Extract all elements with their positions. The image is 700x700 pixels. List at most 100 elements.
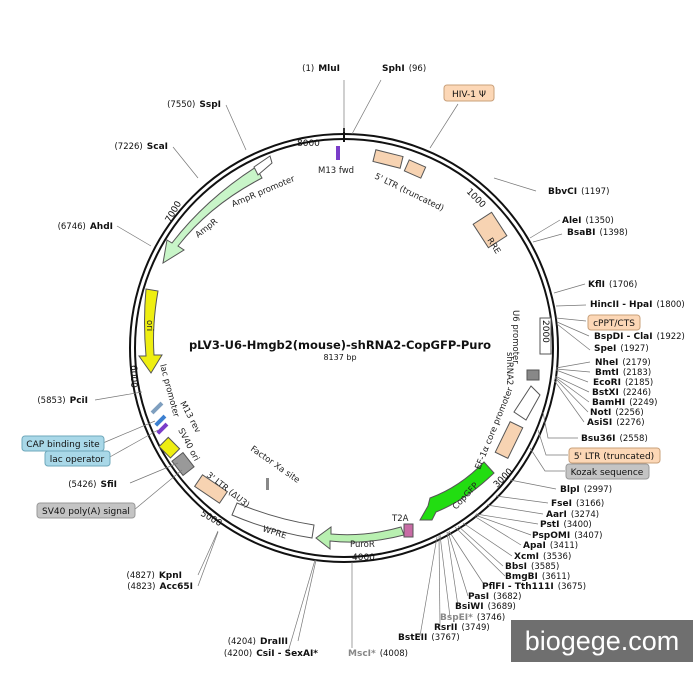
site-bbvci: BbvCI(1197) — [548, 187, 609, 197]
feature-copgfp — [419, 461, 495, 521]
site-bsu36i: Bsu36I(2558) — [581, 434, 648, 444]
label-ori: ori — [144, 320, 154, 331]
site-sspi: (7550)SspI — [167, 100, 221, 110]
site-labels: (1)MluI SphI(96) BbvCI(1197) AleI(1350) … — [37, 64, 685, 659]
site-csii: (4200)CsiI - SexAI* — [224, 649, 318, 659]
tick-2000: 2000 — [540, 320, 550, 343]
box-5ltr-bg — [568, 447, 661, 464]
leader-scai — [172, 146, 199, 179]
leader-sfii — [129, 462, 179, 484]
site-pasi: PasI(3682) — [468, 592, 521, 602]
tick-3000: 3000 — [492, 467, 515, 490]
site-aari: AarI(3274) — [546, 510, 599, 520]
site-bsteii: BstEII(3767) — [398, 633, 460, 643]
leader-kfli — [553, 283, 586, 294]
leader-pspomi — [474, 514, 532, 536]
site-rsrii: RsrII(3749) — [434, 623, 490, 633]
box-cppt-bg — [587, 314, 641, 331]
feature-ori — [138, 288, 163, 374]
site-hincii: HincII - HpaI(1800) — [590, 300, 685, 310]
label-5ltr: 5' LTR (truncated) — [373, 172, 446, 214]
leader-rsrii — [438, 535, 441, 628]
site-alei: AleI(1350) — [562, 216, 614, 226]
site-spei: SpeI(1927) — [594, 344, 649, 354]
label-t2a: T2A — [391, 514, 409, 524]
leader-xcmi — [462, 522, 513, 557]
watermark-logo: biogege.com — [511, 620, 693, 662]
site-ecori: EcoRI(2185) — [593, 378, 653, 388]
leader-ahdi — [116, 225, 152, 247]
leader-bbvci — [493, 177, 537, 192]
label-lac-promoter: lac promoter — [157, 363, 181, 419]
leader-bmti — [555, 368, 591, 373]
site-scai: (7226)ScaI — [114, 142, 168, 152]
site-ahdi: (6746)AhdI — [58, 222, 113, 232]
site-bmti: BmtI(2183) — [595, 368, 651, 378]
box-5ltr: 5' LTR (truncated) — [574, 452, 654, 462]
label-m13-fwd: M13 fwd — [318, 166, 354, 176]
site-draiii: (4204)DraIII — [228, 637, 288, 647]
site-bbsi: BbsI(3585) — [505, 562, 559, 572]
leader-spei — [556, 323, 591, 351]
feature-lac-promoter — [150, 401, 164, 415]
tick-8000: 8000 — [297, 139, 320, 149]
box-lac-operator-bg — [44, 450, 111, 467]
feature-shapes — [138, 146, 552, 551]
site-mlui: (1)MluI — [302, 64, 340, 74]
feature-wpre — [231, 502, 315, 539]
leader-nhei — [555, 361, 591, 369]
feature-u6-promoter — [539, 317, 552, 355]
site-bamhi: BamHI(2249) — [592, 398, 657, 408]
plasmid-length: 8137 bp — [323, 353, 356, 362]
feature-ef1a-promoter — [513, 385, 541, 421]
leader-pasi — [447, 531, 469, 597]
site-pflfi: PflFI - Tth111I(3675) — [482, 582, 586, 592]
leader-bsu36i — [542, 411, 578, 439]
leader-bbsi — [457, 525, 504, 567]
leader-5ltr-box — [537, 429, 568, 456]
leader-cppt — [555, 317, 587, 322]
leader-draiii — [297, 559, 317, 642]
feature-m13-fwd — [336, 146, 340, 160]
leader-alei — [529, 219, 561, 239]
leader-bsabi — [532, 233, 563, 243]
feature-t2a — [403, 523, 414, 538]
leader-psti — [475, 513, 539, 525]
site-asisi: AsiSI(2276) — [587, 418, 645, 428]
box-sv40-poly: SV40 poly(A) signal — [42, 507, 130, 517]
leader-sphi — [351, 79, 382, 135]
leader-aari — [486, 504, 544, 515]
site-noti: NotI(2256) — [590, 408, 644, 418]
site-nhei: NheI(2179) — [595, 358, 651, 368]
site-sphi: SphI(96) — [382, 64, 426, 74]
box-sv40-poly-bg — [36, 502, 136, 519]
site-leaders — [94, 79, 591, 653]
site-psti: PstI(3400) — [540, 520, 592, 530]
label-shrna2: shRNA2 — [504, 352, 514, 385]
tick-7000: 7000 — [164, 199, 184, 224]
site-pcii: (5853)PciI — [37, 396, 88, 406]
site-kpni: (4827)KpnI — [127, 571, 182, 581]
feature-rre — [472, 211, 508, 249]
feature-3ltr — [193, 474, 229, 504]
feature-cap-site — [154, 414, 167, 427]
leader-lac-operator — [107, 429, 159, 459]
site-bstxi: BstXI(2246) — [592, 388, 651, 398]
site-bsabi: BsaBI(1398) — [567, 228, 628, 238]
leader-asisi — [553, 379, 585, 423]
plasmid-title: pLV3-U6-Hmgb2(mouse)-shRNA2-CopGFP-Puro — [189, 338, 491, 352]
site-bspdi: BspDI - ClaI(1922) — [594, 332, 685, 342]
box-hiv-psi: HIV-1 Ψ — [452, 90, 486, 100]
feature-shrna2 — [526, 369, 540, 381]
label-puror: PuroR — [350, 540, 375, 550]
site-pspomi: PspOMI(3407) — [532, 531, 602, 541]
leader-kozak — [529, 447, 565, 472]
leader-hincii — [555, 304, 587, 307]
site-apai: ApaI(3411) — [523, 541, 578, 551]
site-bmgbi: BmgBI(3611) — [505, 572, 570, 582]
site-bsiwi: BsiWI(3689) — [455, 602, 516, 612]
leader-apai — [473, 515, 522, 546]
feature-factor-xa — [266, 478, 269, 490]
feature-boxes: HIV-1 Ψ cPPT/CTS 5' LTR (truncated) Koza… — [21, 84, 661, 519]
leader-bstxi — [554, 375, 590, 393]
